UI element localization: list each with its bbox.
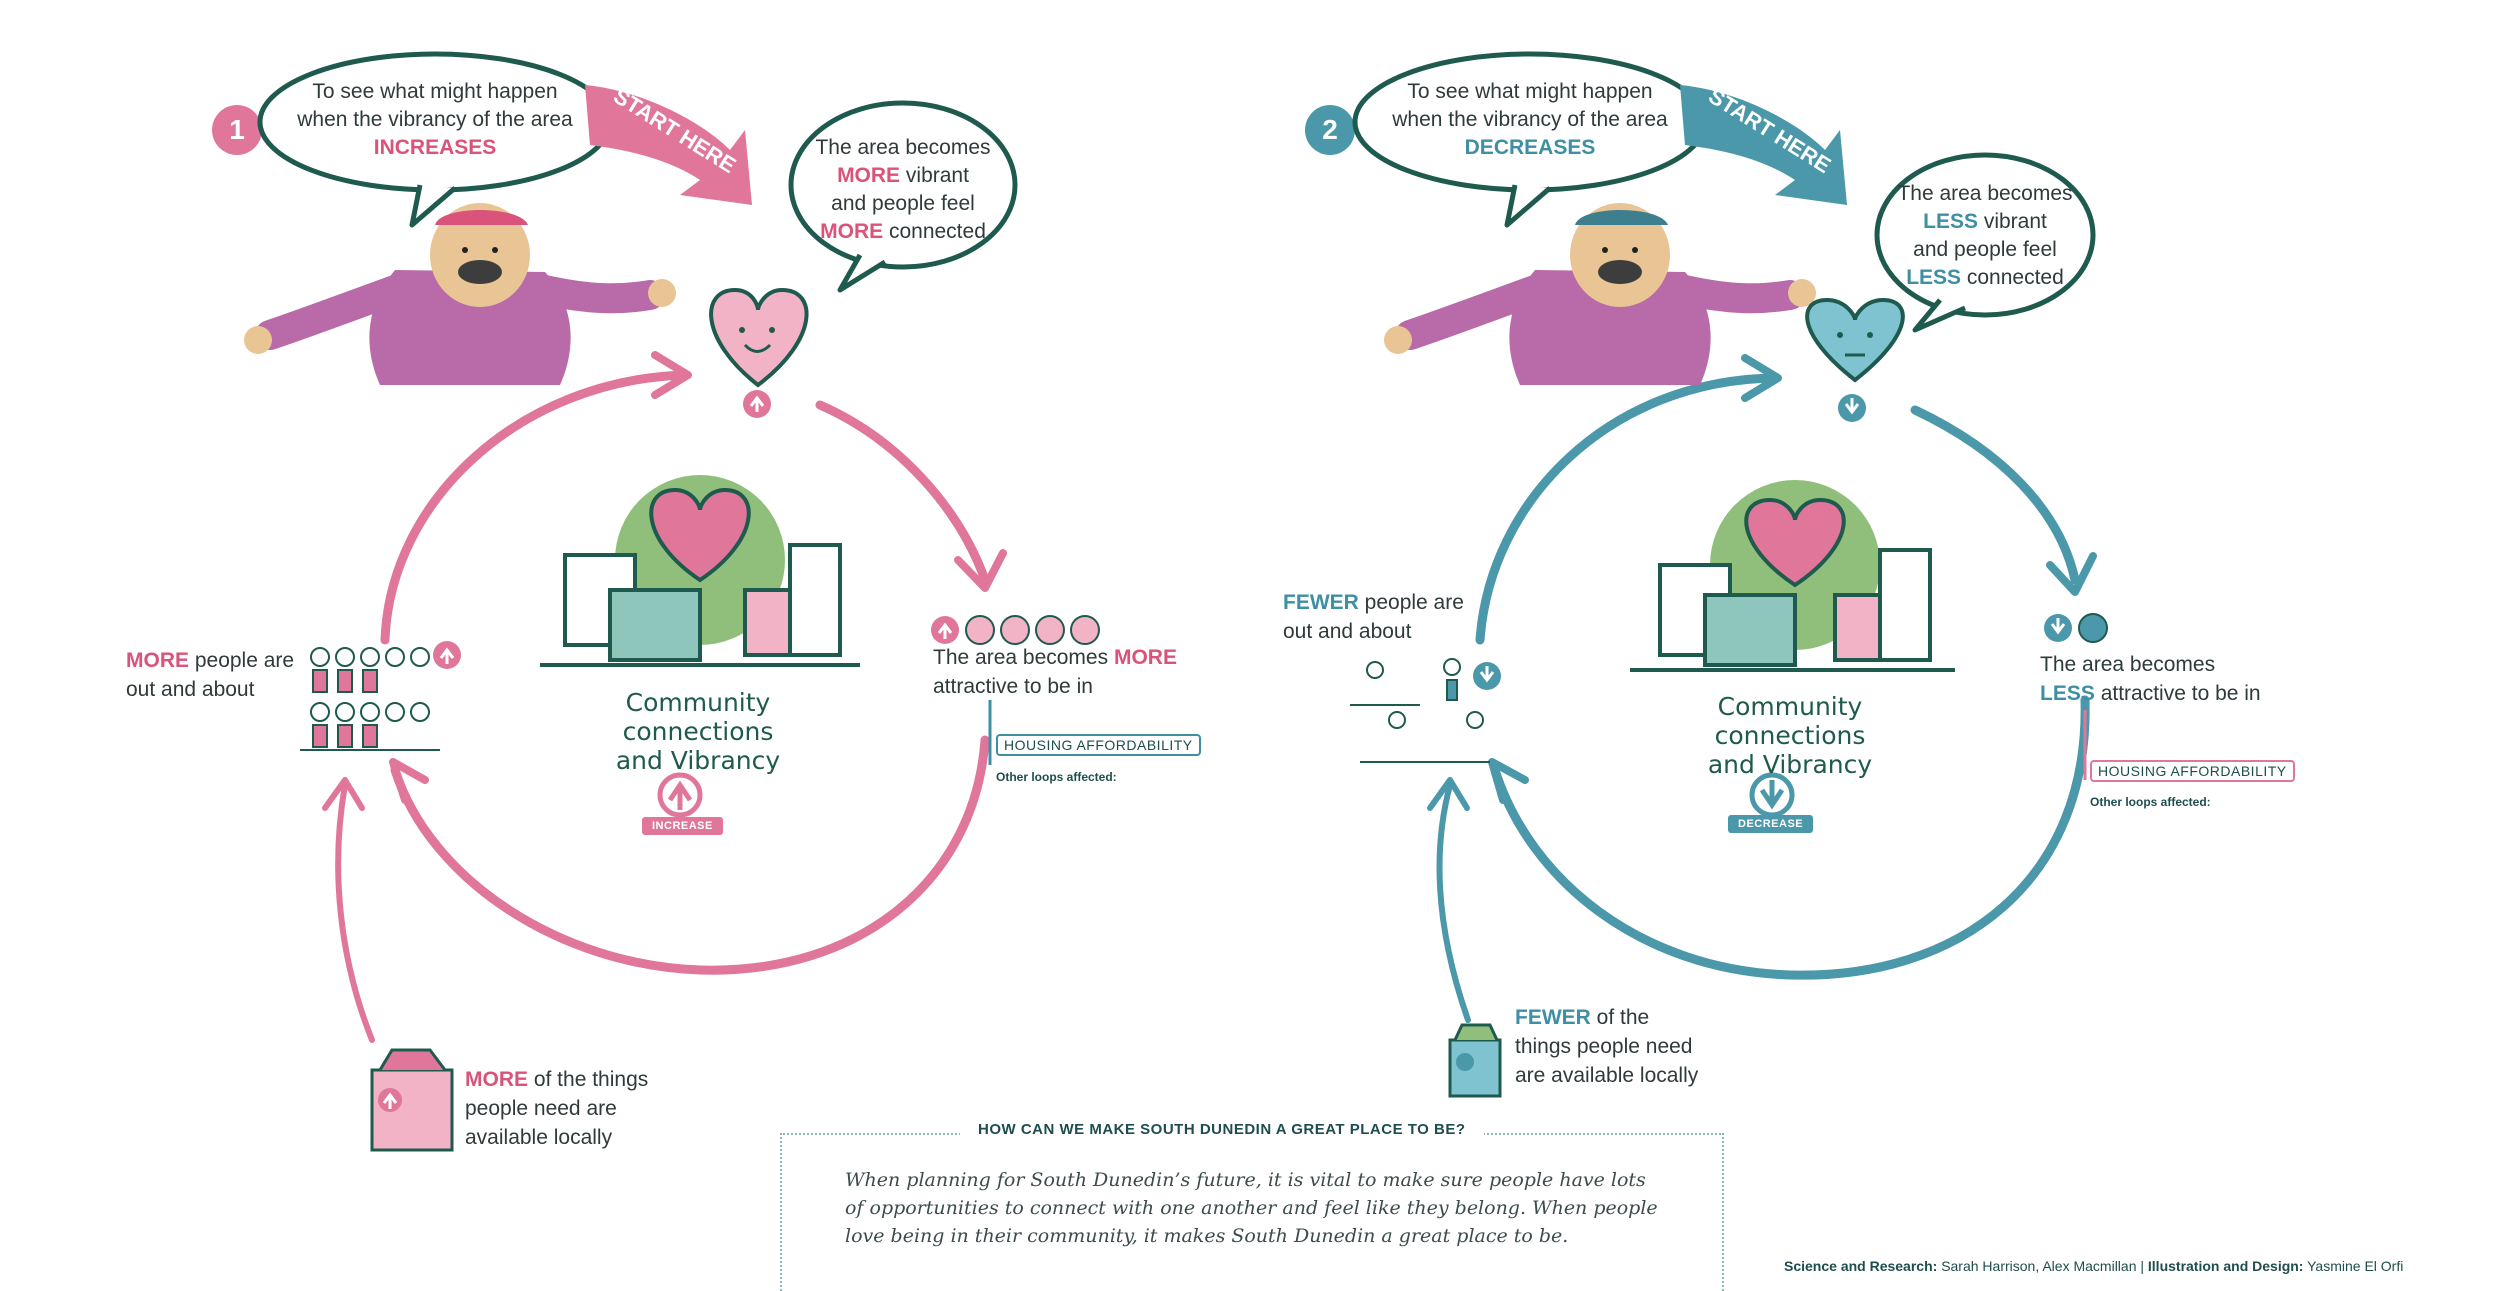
- heart-happy-icon: [709, 287, 809, 418]
- things-text: available locally: [465, 1126, 613, 1149]
- intro-keyword: INCREASES: [373, 136, 497, 159]
- credits-label: Science and Research:: [1784, 1258, 1938, 1274]
- intro-bubble-text: To see what might happen when the vibran…: [1380, 78, 1680, 162]
- loop-arrow-top-right: [815, 400, 990, 585]
- people-out-label: FEWER people are out and about: [1283, 588, 1464, 646]
- step-1-number: 1: [229, 114, 245, 145]
- heart-bubble-line: connected: [883, 220, 986, 243]
- center-title: Community connections and Vibrancy: [1640, 692, 1940, 779]
- shopping-bag-icon: [1448, 1023, 1502, 1098]
- loop-arrow-top-right: [1910, 405, 2080, 585]
- decrease-tag: DECREASE: [1728, 815, 1814, 833]
- center-title-line: Community connections: [622, 688, 774, 746]
- heart-bubble-keyword: MORE: [820, 220, 884, 243]
- people-keyword: FEWER: [1283, 591, 1359, 614]
- intro-text: To see what might happen when the vibran…: [1392, 80, 1668, 131]
- start-here-arrow: [585, 85, 752, 205]
- heart-bubble-line: The area becomes: [1897, 182, 2073, 205]
- people-text: out and about: [1283, 620, 1412, 643]
- rating-icons: [931, 615, 1100, 645]
- input-arrow: [335, 782, 375, 1043]
- rating-icons: [2044, 613, 2108, 643]
- intro-bubble-text: To see what might happen when the vibran…: [285, 78, 585, 162]
- shopping-bag-icon: [370, 1048, 454, 1152]
- heart-speech-bubble: [788, 100, 1018, 270]
- people-out-label: MORE people are out and about: [126, 646, 294, 704]
- things-text: people need are: [465, 1097, 617, 1120]
- things-keyword: MORE: [465, 1068, 528, 1091]
- attractive-text: attractive to be in: [933, 675, 1093, 698]
- loop-arrow-left: [380, 370, 690, 645]
- heart-bubble-line: vibrant: [900, 164, 969, 187]
- attractive-text: The area becomes: [933, 646, 1109, 669]
- attractive-keyword: MORE: [1113, 646, 1177, 669]
- things-text: of the things: [528, 1068, 649, 1091]
- credits-names: Yasmine El Orfi: [2307, 1258, 2404, 1274]
- attractive-label: The area becomes MORE attractive to be i…: [933, 643, 1177, 701]
- step-1-badge: [212, 105, 262, 155]
- step-2-badge: [1305, 105, 1355, 155]
- other-loops-label: Other loops affected:: [2090, 795, 2211, 809]
- heart-speech-bubble: [1874, 152, 2096, 318]
- housing-affordability-link[interactable]: HOUSING AFFORDABILITY: [996, 734, 1201, 756]
- housing-affordability-link[interactable]: HOUSING AFFORDABILITY: [2090, 760, 2295, 782]
- loop-arrow-bottom: [390, 735, 990, 975]
- local-things-label: FEWER of the things people need are avai…: [1515, 1003, 1698, 1090]
- people-text: people are: [189, 649, 295, 672]
- heart-bubble-text: The area becomes LESS vibrant and people…: [1880, 180, 2090, 292]
- center-title-line: Community connections: [1714, 692, 1866, 750]
- person-illustration: [1384, 203, 1816, 385]
- other-loops-label: Other loops affected:: [996, 770, 1117, 784]
- credits-names: Sarah Harrison, Alex Macmillan |: [1941, 1258, 2145, 1274]
- step-2-number: 2: [1322, 114, 1338, 145]
- people-keyword: MORE: [126, 649, 189, 672]
- loop-arrow-left: [1475, 373, 1780, 645]
- things-text: of the: [1590, 1006, 1650, 1029]
- heart-bubble-line: connected: [1961, 266, 2064, 289]
- community-illustration: [1630, 480, 1955, 672]
- heart-bubble-keyword: LESS: [1923, 210, 1978, 233]
- people-group-icon: [300, 647, 440, 751]
- heart-bubble-text: The area becomes MORE vibrant and people…: [795, 134, 1011, 246]
- center-title-line: and Vibrancy: [1707, 750, 1873, 779]
- attractive-text: attractive to be in: [2094, 682, 2261, 705]
- heart-bubble-line: and people feel: [831, 192, 975, 215]
- credits: Science and Research: Sarah Harrison, Al…: [1784, 1258, 2403, 1274]
- heart-sad-icon: [1805, 297, 1905, 422]
- community-illustration: [540, 475, 860, 667]
- things-text: are available locally: [1515, 1064, 1699, 1087]
- person-illustration: [244, 203, 676, 385]
- people-group-icon: [1350, 658, 1490, 763]
- intro-text: To see what might happen when the vibran…: [297, 80, 573, 131]
- footer-body: When planning for South Dunedin’s future…: [845, 1169, 1658, 1247]
- heart-bubble-line: The area becomes: [815, 136, 991, 159]
- left-loop: [212, 51, 1100, 1152]
- right-loop: [1305, 51, 2108, 1098]
- attractive-keyword: LESS: [2040, 682, 2095, 705]
- attractive-label: The area becomes LESS attractive to be i…: [2040, 650, 2261, 708]
- local-things-label: MORE of the things people need are avail…: [465, 1065, 648, 1152]
- footer-title: HOW CAN WE MAKE SOUTH DUNEDIN A GREAT PL…: [960, 1121, 1484, 1138]
- center-title: Community connections and Vibrancy: [548, 688, 848, 775]
- credits-label: Illustration and Design:: [2147, 1258, 2304, 1274]
- heart-bubble-line: and people feel: [1913, 238, 2057, 261]
- people-text: people are: [1358, 591, 1464, 614]
- start-here-arrow: [1680, 85, 1847, 205]
- heart-bubble-keyword: MORE: [837, 164, 901, 187]
- intro-keyword: DECREASES: [1464, 136, 1596, 159]
- center-title-line: and Vibrancy: [615, 746, 781, 775]
- people-text: out and about: [126, 678, 255, 701]
- increase-tag: INCREASE: [642, 817, 723, 835]
- things-keyword: FEWER: [1515, 1006, 1591, 1029]
- loop-arrow-bottom: [1490, 695, 2090, 980]
- things-text: things people need: [1515, 1035, 1693, 1058]
- heart-bubble-line: vibrant: [1977, 210, 2047, 233]
- attractive-text: The area becomes: [2040, 653, 2216, 676]
- input-arrow: [1436, 782, 1471, 1023]
- heart-bubble-keyword: LESS: [1906, 266, 1962, 289]
- increase-icon: [657, 772, 703, 818]
